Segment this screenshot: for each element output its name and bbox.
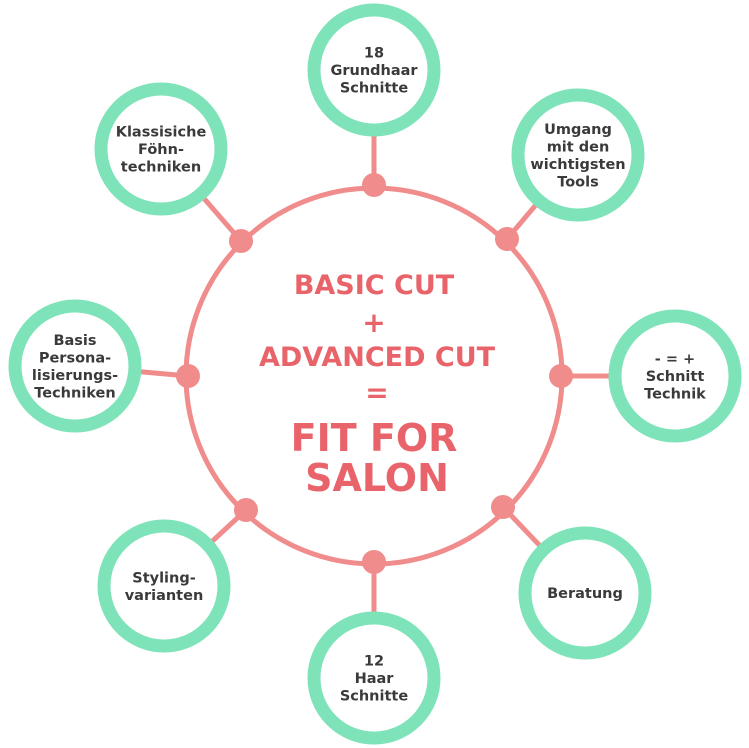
ring-dot-bottom [362,550,386,574]
center-line-equals: = [365,376,388,409]
center-line-fit-for: FIT FOR [291,416,458,460]
node-label-line: Techniken [34,385,115,401]
ring-dot-top [362,173,386,197]
node-label-line: varianten [125,588,204,604]
node-label-line: Beratung [547,586,623,602]
ring-dot-left [176,364,200,388]
center-line-basic-cut: BASIC CUT [294,270,455,301]
node-circle-bottom-left [97,519,231,653]
node-circle-bottom [307,611,441,745]
node-circle-bottom-right [518,526,652,660]
node-label-line: Umgang [544,122,612,138]
node-label-line: Persona- [39,350,111,366]
ring-dot-bottom-right [491,495,515,519]
node-label-line: Grundhaar [330,63,418,79]
node-label-line: Tools [557,174,599,190]
node-circle-top-left [94,82,228,216]
node-circle-right [608,309,742,443]
node-label-line: wichtigsten [530,157,625,173]
ring-dot-top-right [495,227,519,251]
node-label-line: Styling- [132,570,196,586]
ring-dot-right [549,364,573,388]
node-circle-top [307,3,441,137]
node-label-line: techniken [121,160,201,176]
node-label-line: Föhn- [138,142,184,158]
ring-dot-bottom-left [234,498,258,522]
node-label-line: Schnitt [646,369,705,385]
node-label-line: - = + [655,352,695,368]
node-bottom-right: Beratung [518,526,652,660]
node-label-line: 12 [364,654,384,670]
ring-dot-top-left [229,229,253,253]
center-text-block: BASIC CUT + ADVANCED CUT = FIT FOR SALON [259,270,496,500]
node-circle-left [8,299,142,433]
center-line-advanced-cut: ADVANCED CUT [259,342,496,373]
node-label-line: Schnitte [340,81,409,97]
node-label-line: Schnitte [340,689,409,705]
center-line-plus: + [362,306,385,339]
node-circle-top-right [511,88,645,222]
center-line-salon: SALON [305,456,449,500]
node-label-line: Basis [53,333,96,349]
node-label-line: Klassisiche [116,125,207,141]
node-label-line: mit den [547,139,610,155]
node-label-line: lisierungs- [32,368,118,384]
node-bottom-left: Styling-varianten [97,519,231,653]
node-label-line: Technik [644,387,706,403]
ring-dots [176,173,573,574]
node-label-line: 18 [364,46,384,62]
node-label-line: Haar [355,671,395,687]
